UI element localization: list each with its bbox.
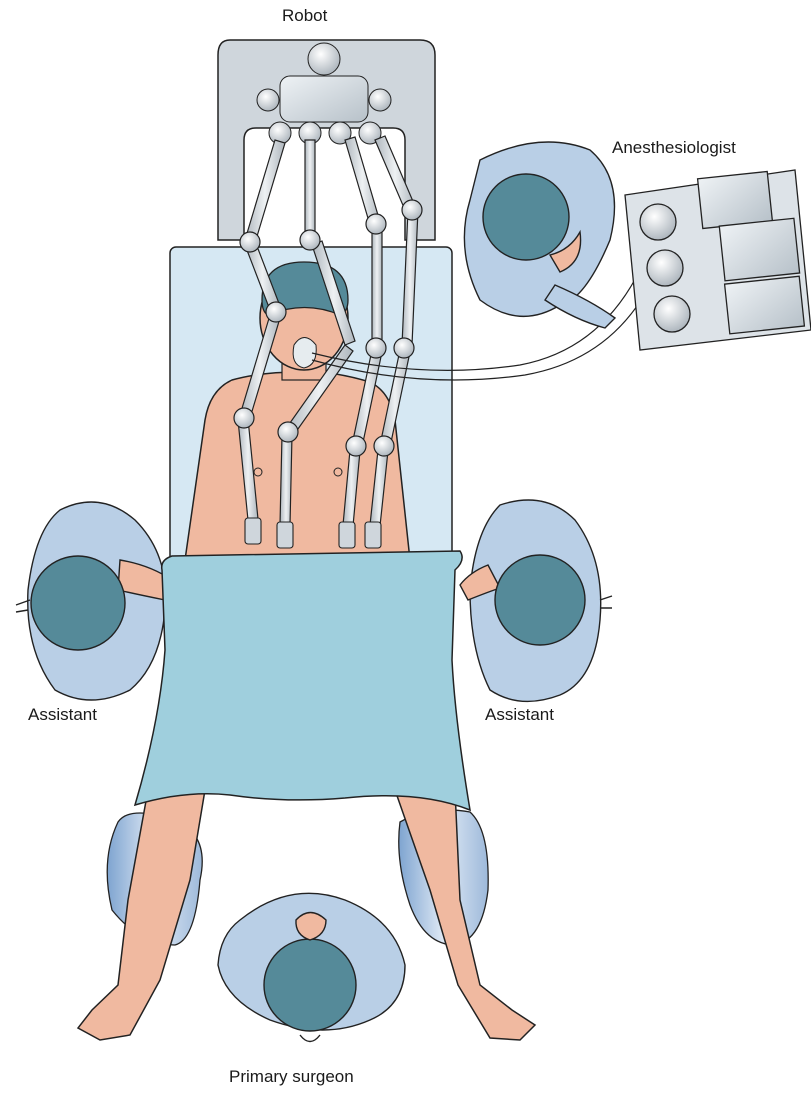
primary-surgeon-figure — [218, 893, 405, 1041]
assistant-left-figure — [16, 502, 172, 700]
anesthesia-machine — [625, 170, 811, 350]
anesthesiologist-label: Anesthesiologist — [612, 138, 736, 158]
assistant-right-label: Assistant — [485, 705, 554, 725]
assistant-left-label: Assistant — [28, 705, 97, 725]
assistant-right-figure — [460, 500, 612, 701]
anesthesiologist-figure — [464, 142, 615, 328]
surgical-drape — [135, 551, 470, 810]
robot-label: Robot — [282, 6, 327, 26]
primary-surgeon-label: Primary surgeon — [229, 1067, 354, 1087]
